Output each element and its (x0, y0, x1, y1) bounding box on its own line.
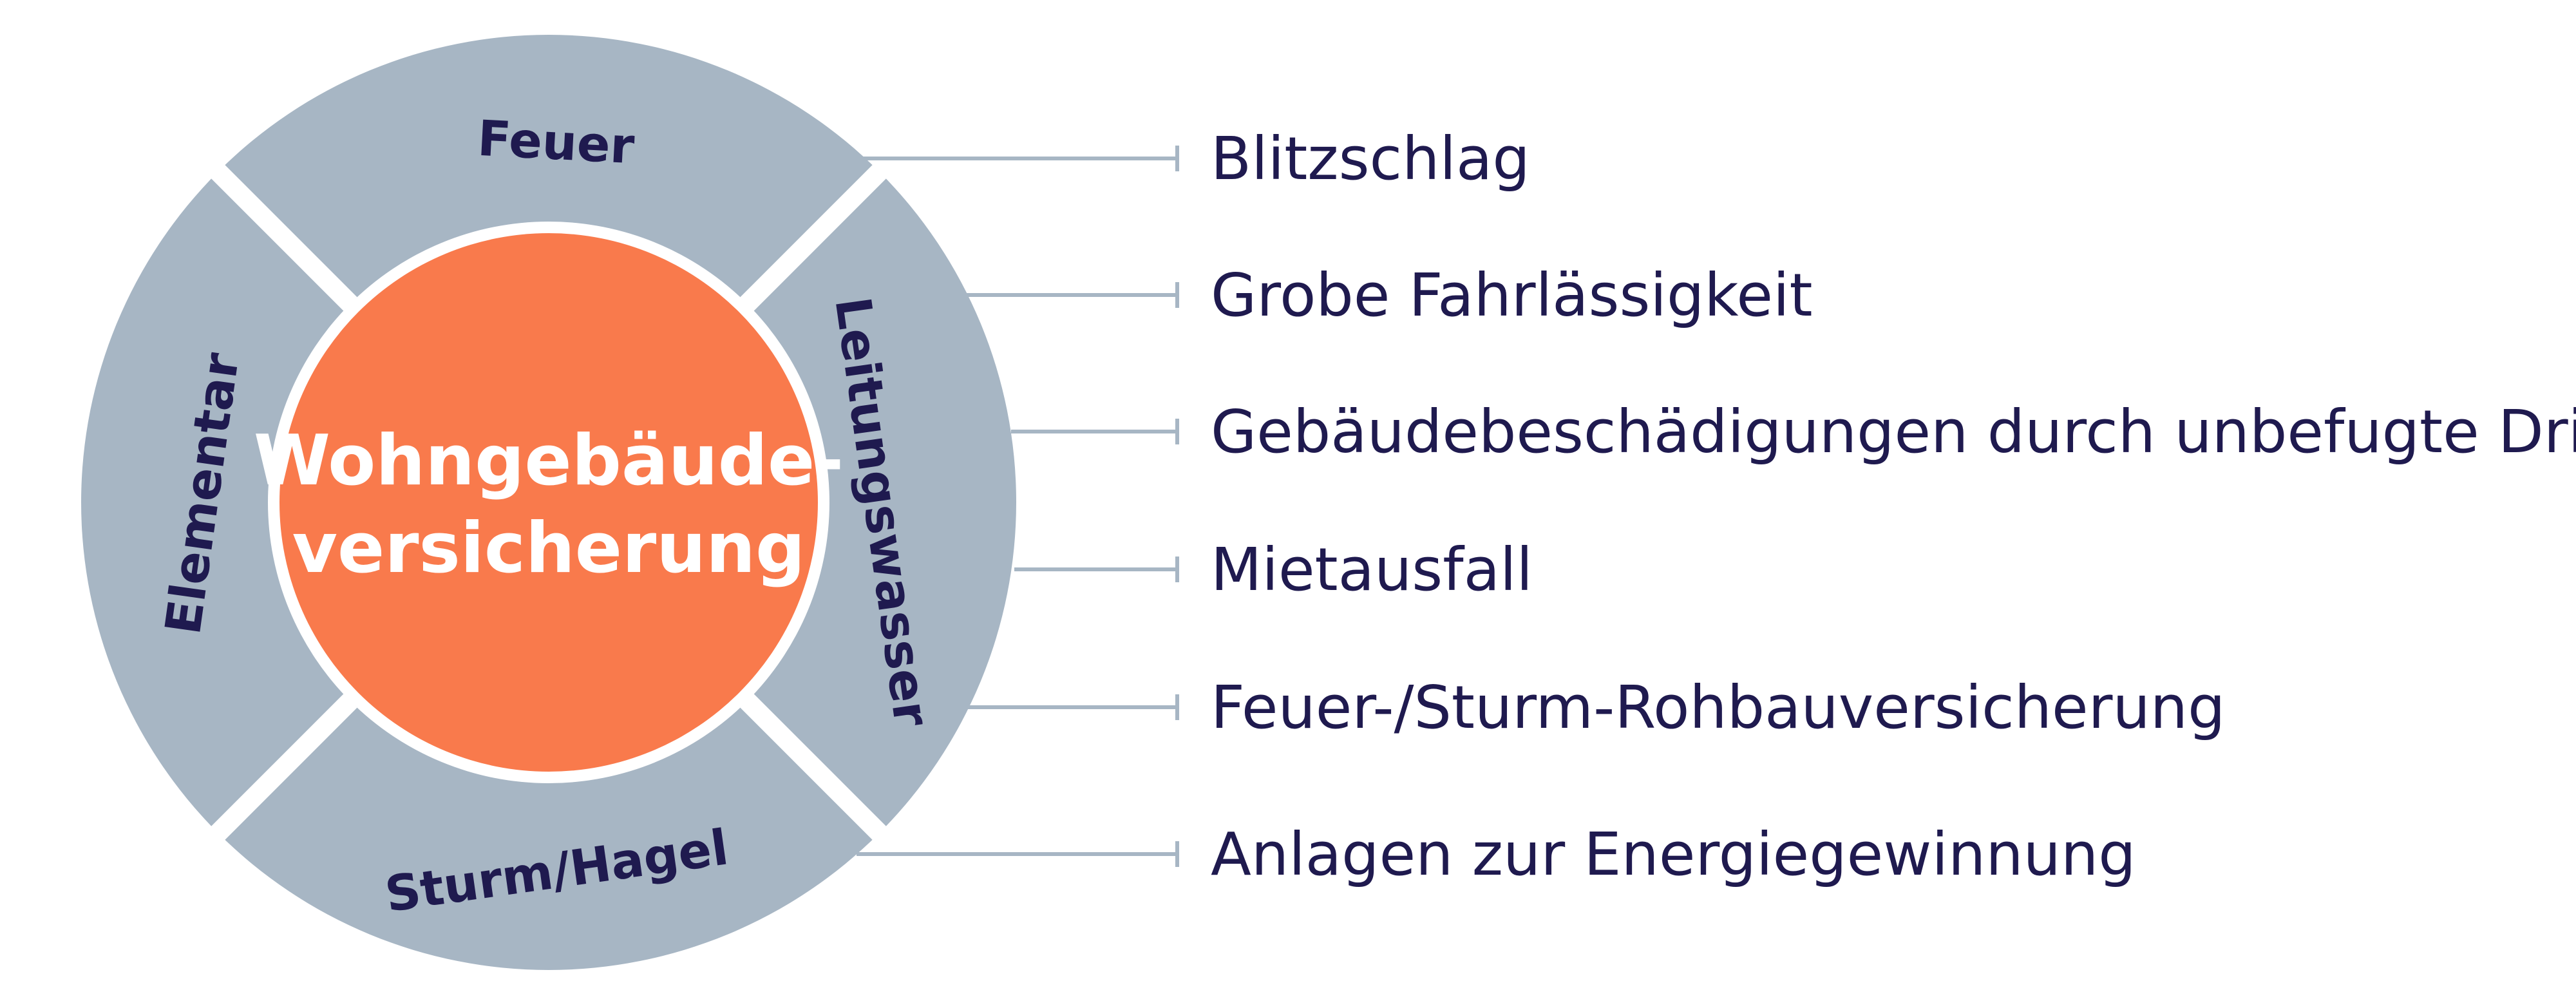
center-title-line-2: versicherung (292, 508, 806, 589)
extra-label-rohbauversicherung: Feuer-/Sturm-Rohbauversicherung (1211, 673, 2226, 742)
connectors (857, 146, 1179, 867)
center-title-line-1: Wohngebäude- (254, 421, 844, 501)
extra-label-energiegewinnung: Anlagen zur Energiegewinnung (1211, 820, 2136, 889)
extra-label-mietausfall: Mietausfall (1211, 535, 1533, 604)
center-circle (279, 233, 818, 772)
separator-top-left (208, 162, 357, 311)
separator-bottom-right (740, 694, 889, 843)
extra-label-blitzschlag: Blitzschlag (1211, 124, 1530, 193)
ring-separators (208, 162, 889, 843)
separator-top-right (740, 162, 889, 311)
extra-label-grobe-fahrlaessigkeit: Grobe Fahrlässigkeit (1211, 261, 1813, 330)
segment-label-top: Feuer (476, 109, 636, 175)
separator-bottom-left (208, 694, 357, 843)
extra-label-unbefugte-dritte: Gebäudebeschädigungen durch unbefugte Dr… (1211, 397, 2576, 466)
